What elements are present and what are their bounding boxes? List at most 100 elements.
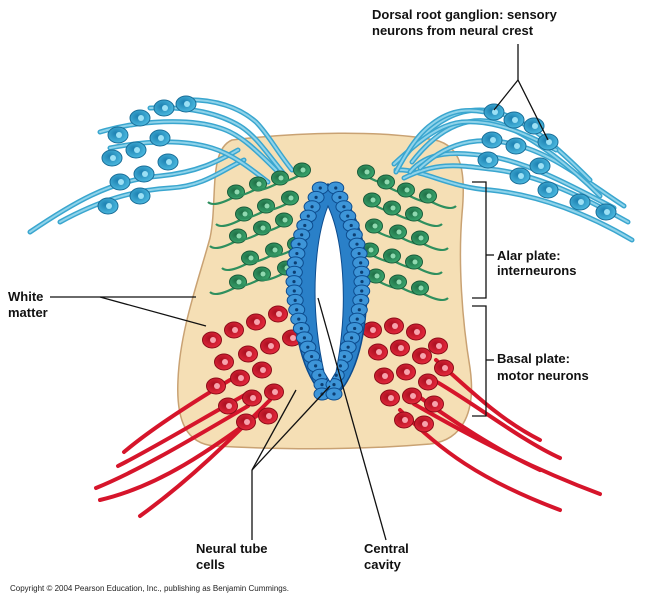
motor-nucleus (414, 329, 420, 335)
sensory-axon-core (179, 98, 293, 171)
sensory-nucleus (134, 147, 140, 153)
neural-tube-cell-nucleus (359, 261, 363, 265)
neural-tube-cell-nucleus (334, 186, 338, 190)
interneuron-nucleus (264, 203, 270, 209)
motor-nucleus (254, 319, 260, 325)
motor-nucleus (244, 419, 250, 425)
interneuron-nucleus (404, 187, 410, 193)
motor-nucleus (238, 375, 244, 381)
sensory-nucleus (518, 173, 524, 179)
neural-tube-cell-nucleus (334, 373, 338, 377)
motor-nucleus (420, 353, 426, 359)
interneuron-nucleus (412, 211, 418, 217)
neural-tube-cell-nucleus (352, 233, 356, 237)
sensory-axon-core (395, 109, 501, 173)
neural-tube-cell-nucleus (332, 383, 336, 387)
neural-tube-cell-nucleus (292, 280, 296, 284)
motor-nucleus (382, 373, 388, 379)
motor-nucleus (290, 335, 296, 341)
interneuron-nucleus (370, 197, 376, 203)
interneuron-nucleus (412, 259, 418, 265)
neural-tube-cells-label-2: cells (196, 557, 225, 572)
sensory-nucleus (604, 209, 610, 215)
central-cavity-label-1: Central (364, 541, 409, 556)
central-cavity-label-2: cavity (364, 557, 402, 572)
sensory-nucleus (162, 105, 168, 111)
neural-tube-cell-nucleus (360, 280, 364, 284)
interneuron-nucleus (426, 193, 432, 199)
leader-lines (50, 44, 549, 541)
neural-tube-cell-nucleus (292, 270, 296, 274)
motor-nucleus (432, 401, 438, 407)
dorsal-root-ganglion-label-2: neurons from neural crest (372, 23, 534, 38)
motor-nucleus (266, 413, 272, 419)
sensory-nucleus (158, 135, 164, 141)
neural-tube-cell-nucleus (306, 345, 310, 349)
copyright-notice: Copyright © 2004 Pearson Education, Inc.… (10, 584, 289, 593)
motor-nucleus (398, 345, 404, 351)
neural-tube-cell-nucleus (332, 392, 336, 396)
central-cavity (314, 204, 344, 383)
sensory-nucleus (138, 115, 144, 121)
neural-tube-cell-nucleus (306, 214, 310, 218)
neural-tube-cell-nucleus (342, 354, 346, 359)
motor-axon (428, 376, 562, 460)
interneuron-nucleus (236, 233, 242, 239)
interneuron-nucleus (374, 273, 380, 279)
motor-nucleus (370, 327, 376, 333)
neural-tube-cell-nucleus (338, 195, 342, 199)
interneuron-nucleus (234, 189, 240, 195)
motor-axon (412, 402, 602, 496)
interneuron-nucleus (396, 279, 402, 285)
sensory-axon-core (99, 120, 277, 171)
motor-nucleus (402, 417, 408, 423)
alar-plate-label-2: interneurons (497, 263, 576, 278)
motor-nucleus (268, 343, 274, 349)
interneuron-nucleus (418, 235, 424, 241)
white-matter-label-2: matter (8, 305, 48, 320)
sensory-axon-core (59, 159, 245, 223)
motor-nucleus (272, 389, 278, 395)
interneuron-nucleus (396, 229, 402, 235)
interneuron-nucleus (242, 211, 248, 217)
neural-tube-cell-nucleus (350, 336, 354, 340)
motor-nucleus (422, 421, 428, 427)
motor-nucleus (392, 323, 398, 329)
neural-tube-cell-nucleus (360, 270, 364, 274)
sensory-nucleus (532, 123, 538, 129)
sensory-axons (27, 97, 635, 243)
dorsal-root-ganglion-label-1: Dorsal root ganglion: sensory (372, 7, 558, 22)
basal-motor-neurons (202, 305, 454, 433)
motor-nucleus (210, 337, 216, 343)
sensory-nucleus (166, 159, 172, 165)
motor-nucleus (250, 395, 256, 401)
neural-tube-cell-nucleus (293, 298, 297, 302)
motor-nucleus (276, 311, 282, 317)
interneuron-nucleus (278, 175, 284, 181)
neural-tube-cell-nucleus (355, 242, 359, 246)
motor-nucleus (232, 327, 238, 333)
motor-nucleus (214, 383, 220, 389)
sensory-nucleus (486, 157, 492, 163)
interneuron-nucleus (384, 179, 390, 185)
white-matter-label-1: White (8, 289, 43, 304)
sensory-nucleus (142, 171, 148, 177)
neural-tube-cell-nucleus (338, 364, 342, 368)
interneuron-nucleus (248, 255, 254, 261)
neural-tube-cell-nucleus (342, 205, 346, 209)
basal-plate-label-2: motor neurons (497, 368, 589, 383)
neural-tube-cell-nucleus (353, 326, 357, 331)
neural-tube-cell-nucleus (295, 251, 299, 256)
sensory-nucleus (110, 155, 116, 161)
interneuron-nucleus (256, 181, 262, 187)
neural-tube-cell-nucleus (297, 317, 301, 321)
interneuron-nucleus (272, 247, 278, 253)
neural-tube-cell-nucleus (346, 214, 350, 218)
neural-tube-cell-nucleus (303, 223, 307, 228)
neural-tube-cell-nucleus (357, 251, 361, 256)
interneuron-nucleus (288, 195, 294, 201)
sensory-nucleus (490, 137, 496, 143)
sensory-nucleus (116, 132, 122, 138)
interneuron-nucleus (390, 253, 396, 259)
